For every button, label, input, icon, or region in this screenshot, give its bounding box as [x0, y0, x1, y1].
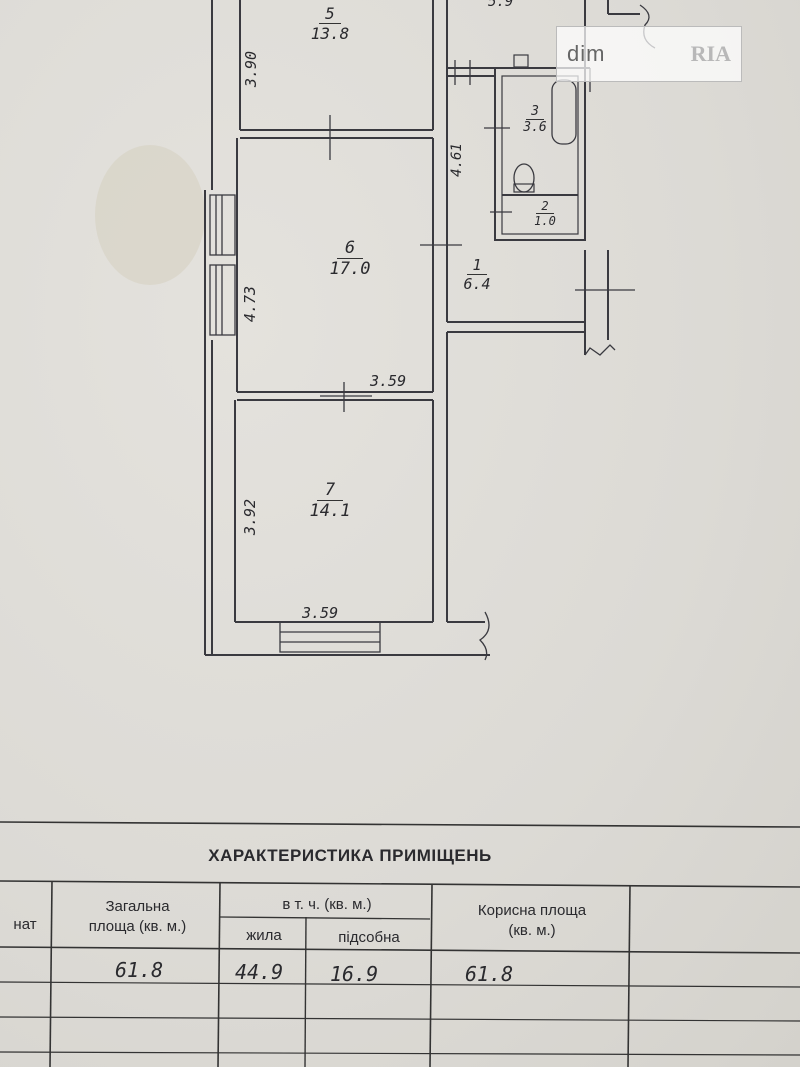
- table-row-line-1: [0, 981, 800, 988]
- room-4-area: 5.9: [488, 0, 514, 10]
- room-2-label: 2 1.0: [520, 195, 570, 228]
- col-total-label-line1: Загальна: [105, 898, 170, 915]
- table-col-1: [49, 880, 53, 1067]
- characteristics-table-grid: [0, 821, 800, 1067]
- table-subheader-line: [219, 916, 431, 920]
- col-useful-label: Корисна площа (кв. м.): [434, 901, 630, 941]
- table-col-4: [429, 884, 433, 1067]
- toilet-tank-icon: [513, 183, 535, 193]
- sink-icon: [513, 54, 529, 68]
- table-row-line-3: [0, 1051, 800, 1056]
- room-5-label: 5 13.8: [300, 4, 360, 43]
- table-row-line-2: [0, 1016, 800, 1022]
- room-1-area: 6.4: [463, 275, 491, 293]
- watermark-ria-logo: RIA: [690, 41, 731, 66]
- break-mark-bottom: [478, 611, 490, 661]
- col-living-label: жила: [246, 927, 282, 944]
- col-aux-label: підсобна: [338, 929, 400, 946]
- room-2-area: 1.0: [534, 214, 556, 228]
- bathroom-outline: [494, 67, 586, 241]
- col-total-label-line2: площа (кв. м.): [88, 918, 187, 935]
- value-total-area: 61.8: [115, 958, 164, 982]
- room-7-label: 7 14.1: [295, 480, 365, 521]
- room-6-label: 6 17.0: [315, 238, 385, 279]
- room-7-number: 7: [316, 480, 344, 501]
- col-rooms-label: нат: [13, 916, 37, 933]
- room-3-label: 3 3.6: [510, 100, 560, 135]
- value-useful-area: 61.8: [465, 962, 514, 986]
- watermark-dim-logo: dim: [567, 41, 606, 66]
- room-6-number: 6: [336, 238, 364, 259]
- room-3-area: 3.6: [523, 120, 547, 135]
- window-bottom: [279, 621, 381, 653]
- dim-room5-height: 3.90: [242, 50, 261, 88]
- table-col-3: [304, 916, 307, 1067]
- value-aux-area: 16.9: [330, 962, 379, 986]
- dim-room7-height: 3.92: [241, 498, 260, 536]
- room-2-number: 2: [536, 199, 554, 214]
- table-header-bottom: [0, 946, 800, 954]
- table-title: ХАРАКТЕРИСТИКА ПРИМІЩЕНЬ: [208, 846, 492, 865]
- toilet-icon: [513, 163, 535, 193]
- room-1-label: 1 6.4: [452, 255, 502, 293]
- watermark: dim RIA: [556, 26, 742, 82]
- table-col-5: [627, 885, 631, 1067]
- col-useful-label-line1: Корисна площа: [477, 902, 587, 919]
- room-3-number: 3: [526, 104, 544, 120]
- room-6-area: 17.0: [329, 259, 371, 279]
- table-top-border: [0, 821, 800, 828]
- floor-plan-drawing: [95, 0, 656, 661]
- dim-corridor-height: 4.61: [448, 143, 465, 177]
- col-total-label: Загальна площа (кв. м.): [55, 897, 220, 937]
- room-5-number: 5: [319, 4, 341, 24]
- col-incl-label: в т. ч. (кв. м.): [282, 896, 372, 913]
- paper-stain: [95, 145, 205, 285]
- room-1-number: 1: [467, 256, 487, 275]
- dim-room6-height: 4.73: [241, 285, 260, 323]
- table-header-top: [0, 880, 800, 888]
- dim-room6-width: 3.59: [370, 372, 407, 390]
- room-7-area: 14.1: [309, 501, 351, 521]
- room-5-area: 13.8: [310, 24, 350, 43]
- table-col-2: [217, 882, 221, 1067]
- col-useful-label-line2: (кв. м.): [508, 922, 556, 939]
- bathroom-inner: [501, 75, 579, 235]
- break-mark-right: [584, 344, 616, 356]
- value-living-area: 44.9: [235, 960, 284, 984]
- dim-room7-width: 3.59: [302, 604, 339, 622]
